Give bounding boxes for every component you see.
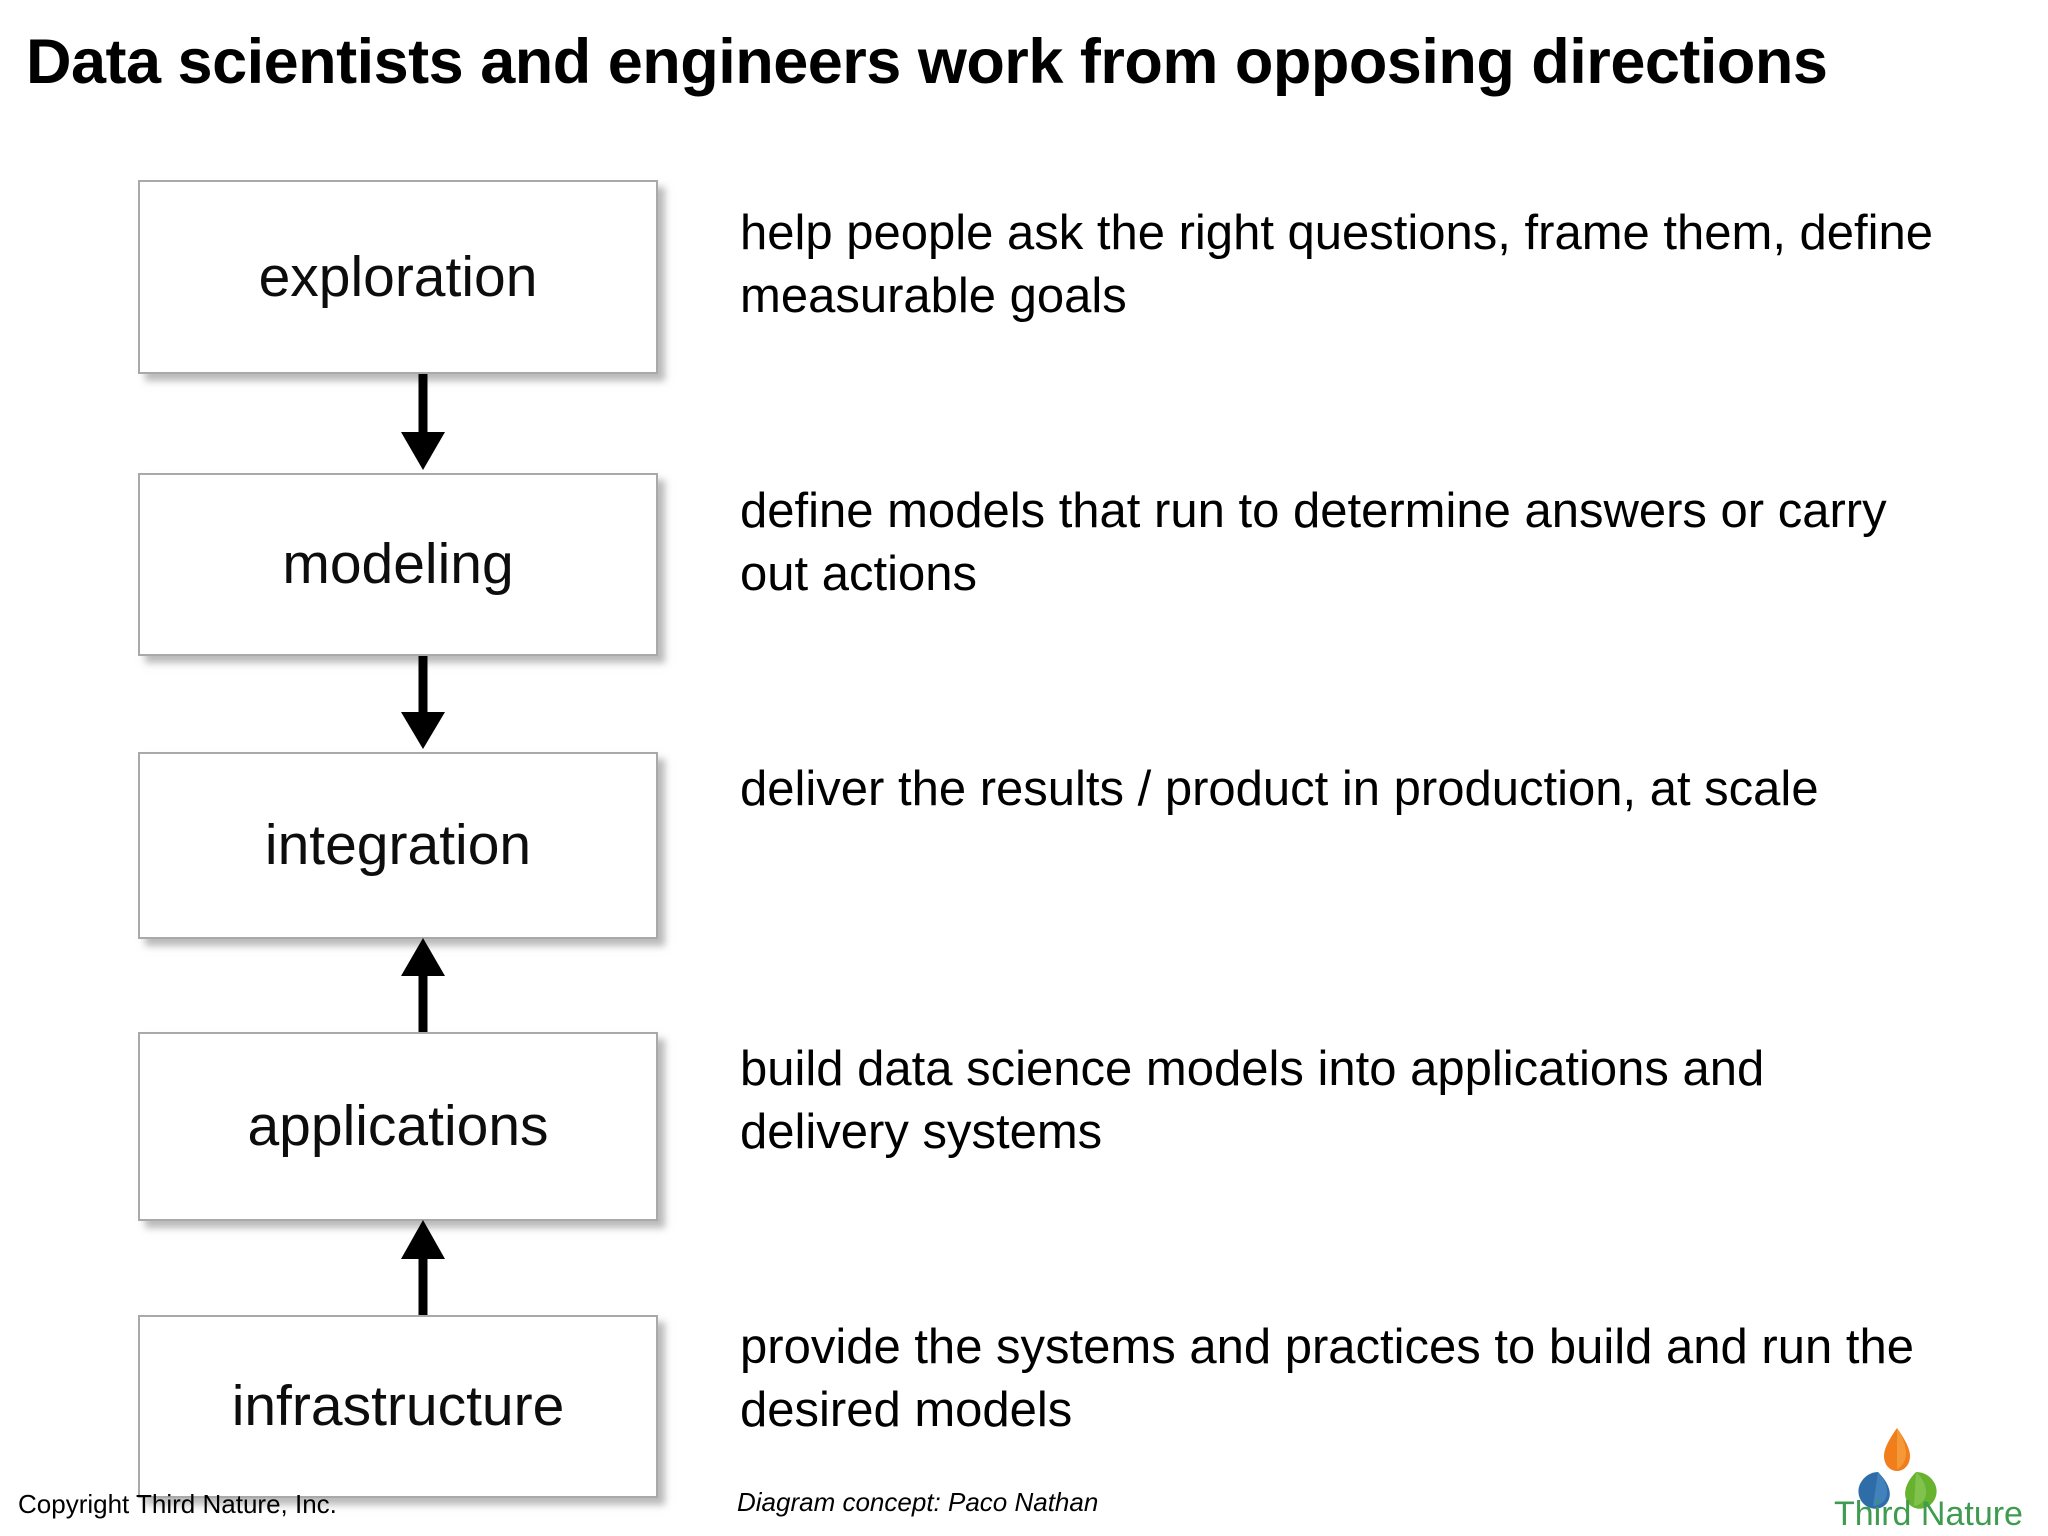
stage-label: modeling	[282, 532, 514, 596]
stage-description-integration: deliver the results / product in product…	[740, 762, 1819, 816]
stage-box-exploration[interactable]: exploration	[138, 180, 658, 374]
stage-box-infrastructure[interactable]: infrastructure	[138, 1315, 658, 1498]
stage-description-applications: build data science models into applicati…	[740, 1042, 1765, 1159]
stage-box-integration[interactable]: integration	[138, 752, 658, 939]
third-nature-logo: Third Nature	[1834, 1424, 2040, 1530]
stage-description-exploration: help people ask the right questions, fra…	[740, 206, 1934, 323]
logo-leaf-green	[1905, 1472, 1937, 1509]
footer-copyright: Copyright Third Nature, Inc.	[18, 1489, 337, 1519]
arrow-down-modeling-to-integration	[395, 656, 451, 752]
stage-box-applications[interactable]: applications	[138, 1032, 658, 1221]
arrow-down-exploration-to-modeling	[395, 374, 451, 473]
arrow-up-infrastructure-to-applications	[395, 1219, 451, 1315]
arrow-up-applications-to-integration	[395, 937, 451, 1032]
stage-label: exploration	[258, 244, 538, 309]
logo-wordmark: Third Nature	[1834, 1495, 2023, 1530]
stage-label: integration	[264, 813, 532, 877]
stage-box-modeling[interactable]: modeling	[138, 473, 658, 656]
stage-description-infrastructure: provide the systems and practices to bui…	[740, 1320, 1914, 1437]
stage-description-modeling: define models that run to determine answ…	[740, 484, 1887, 601]
logo-leaf-orange	[1884, 1428, 1910, 1471]
diagram-concept-credit: Diagram concept: Paco Nathan	[737, 1487, 1099, 1517]
stage-label: applications	[247, 1094, 549, 1158]
logo-leaf-blue	[1858, 1472, 1890, 1509]
stage-label: infrastructure	[231, 1374, 565, 1438]
page-title: Data scientists and engineers work from …	[26, 27, 1828, 97]
